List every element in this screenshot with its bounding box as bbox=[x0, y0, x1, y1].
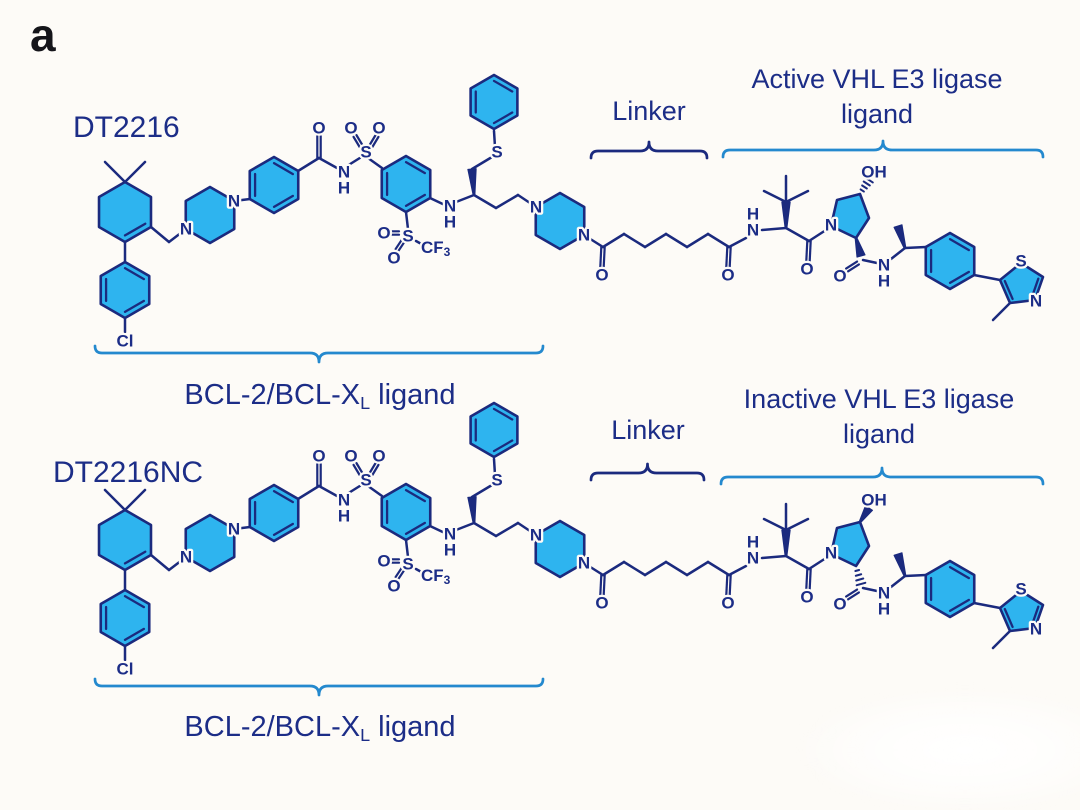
atom-label-H: H bbox=[444, 213, 456, 232]
atom-label-O: O bbox=[377, 552, 390, 571]
atom-label-O: O bbox=[721, 594, 734, 613]
atom-label-N: N bbox=[1030, 292, 1042, 311]
atom-label-H: H bbox=[747, 533, 759, 552]
atom-label-O: O bbox=[344, 447, 357, 466]
atom-label-CF3: CF3 bbox=[421, 566, 451, 588]
atom-label-S: S bbox=[1015, 252, 1026, 271]
atom-label-N: N bbox=[444, 197, 456, 216]
atom-label-Cl: Cl bbox=[117, 660, 134, 679]
atom-label-H: H bbox=[338, 507, 350, 526]
atom-label-O: O bbox=[312, 447, 325, 466]
atom-label-N: N bbox=[530, 526, 542, 545]
bcl-label-main: BCL-2/BCL-X bbox=[184, 379, 361, 411]
bcl-label-subscript: L bbox=[360, 725, 371, 746]
atom-label-O: O bbox=[387, 577, 400, 596]
atom-label-CF3: CF3 bbox=[421, 238, 451, 260]
bcl-label-tail: ligand bbox=[370, 379, 456, 411]
atom-label-N: N bbox=[1030, 620, 1042, 639]
atom-label-S: S bbox=[491, 471, 502, 490]
atom-label-O: O bbox=[372, 447, 385, 466]
atom-label-N: N bbox=[338, 491, 350, 510]
atom-label-H: H bbox=[747, 205, 759, 224]
bracket-inactive-vhl-ligand bbox=[719, 466, 1045, 486]
atom-label-S: S bbox=[491, 143, 502, 162]
bcl-label-subscript: L bbox=[360, 393, 371, 414]
bcl-label-main: BCL-2/BCL-X bbox=[184, 711, 361, 743]
atom-label-O: O bbox=[833, 595, 846, 614]
atom-label-N: N bbox=[878, 256, 890, 275]
atom-label-N: N bbox=[878, 584, 890, 603]
atom-label-O: O bbox=[372, 119, 385, 138]
atom-label-N: N bbox=[228, 192, 240, 211]
bracket-linker-bottom bbox=[589, 462, 706, 482]
inactive-vhl-label: Inactive VHL E3 ligase ligand bbox=[744, 382, 1015, 452]
atom-label-N: N bbox=[747, 221, 759, 240]
atom-label-O: O bbox=[387, 249, 400, 268]
atom-label-N: N bbox=[747, 549, 759, 568]
atom-label-OH: OH bbox=[861, 491, 887, 510]
atom-label-N: N bbox=[530, 198, 542, 217]
active-vhl-label-line1: Active VHL E3 ligase bbox=[751, 64, 1003, 94]
atom-label-N: N bbox=[338, 163, 350, 182]
atom-label-Cl: Cl bbox=[117, 332, 134, 351]
atom-label-H: H bbox=[444, 541, 456, 560]
atom-label-H: H bbox=[878, 600, 890, 619]
linker-label-bottom: Linker bbox=[611, 415, 685, 445]
bracket-bcl-ligand-bottom bbox=[93, 677, 545, 697]
atom-label-O: O bbox=[800, 260, 813, 279]
panel-label: a bbox=[30, 9, 56, 61]
atom-label-S: S bbox=[402, 555, 413, 574]
atom-label-CF3-main: CF bbox=[421, 566, 444, 585]
atom-label-O: O bbox=[833, 267, 846, 286]
atom-label-S: S bbox=[360, 471, 371, 490]
atom-label-N: N bbox=[180, 548, 192, 567]
bracket-linker-top bbox=[589, 140, 709, 160]
molecule-name-dt2216: DT2216 bbox=[73, 111, 180, 144]
active-vhl-label: Active VHL E3 ligase ligand bbox=[751, 62, 1002, 132]
atom-label-H: H bbox=[878, 272, 890, 291]
atom-label-OH: OH bbox=[861, 163, 887, 182]
atom-label-N: N bbox=[825, 216, 837, 235]
atom-label-CF3-subscript: 3 bbox=[444, 245, 451, 259]
bracket-bcl-ligand-top bbox=[93, 344, 545, 364]
atom-label-N: N bbox=[578, 554, 590, 573]
bcl-ligand-label-bottom: BCL-2/BCL-XL ligand bbox=[184, 711, 455, 751]
bcl-ligand-label-top: BCL-2/BCL-XL ligand bbox=[184, 379, 455, 419]
inactive-vhl-label-line1: Inactive VHL E3 ligase bbox=[743, 384, 1015, 414]
atom-label-H: H bbox=[338, 179, 350, 198]
atom-label-N: N bbox=[825, 544, 837, 563]
atom-label-CF3-main: CF bbox=[421, 238, 444, 257]
atom-label-N: N bbox=[444, 525, 456, 544]
bracket-active-vhl-ligand bbox=[721, 139, 1045, 159]
atom-label-S: S bbox=[1015, 580, 1026, 599]
active-vhl-label-line2: ligand bbox=[840, 99, 914, 129]
linker-label-top: Linker bbox=[612, 96, 686, 126]
atom-label-O: O bbox=[377, 224, 390, 243]
atom-label-O: O bbox=[800, 588, 813, 607]
atom-label-N: N bbox=[180, 220, 192, 239]
atom-label-O: O bbox=[595, 266, 608, 285]
atom-label-O: O bbox=[344, 119, 357, 138]
bcl-label-tail: ligand bbox=[370, 711, 456, 743]
atom-label-S: S bbox=[360, 143, 371, 162]
atom-label-CF3-subscript: 3 bbox=[444, 573, 451, 587]
atom-label-N: N bbox=[228, 520, 240, 539]
inactive-vhl-label-line2: ligand bbox=[842, 419, 916, 449]
atom-label-S: S bbox=[402, 227, 413, 246]
atom-label-O: O bbox=[312, 119, 325, 138]
atom-label-O: O bbox=[721, 266, 734, 285]
molecule-name-dt2216nc: DT2216NC bbox=[53, 456, 204, 489]
atom-label-N: N bbox=[578, 226, 590, 245]
atom-label-O: O bbox=[595, 594, 608, 613]
